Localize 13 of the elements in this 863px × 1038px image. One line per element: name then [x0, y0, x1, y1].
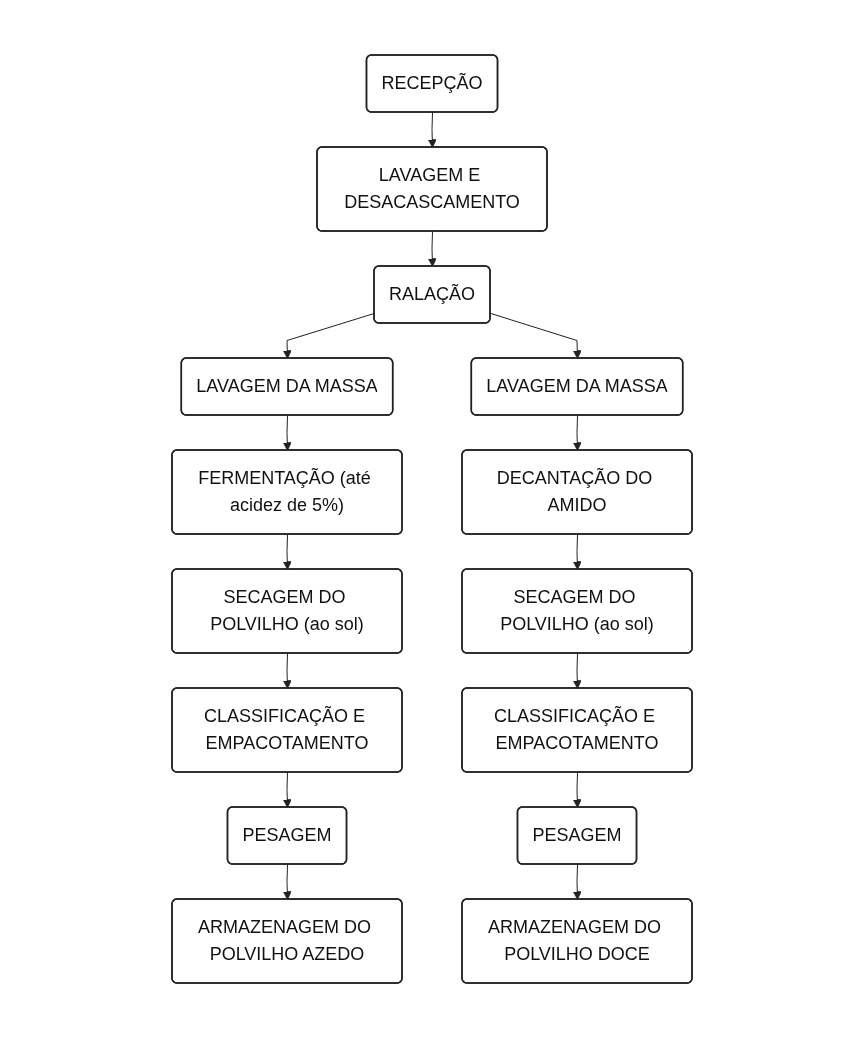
arrow	[427, 231, 437, 267]
arrow	[572, 864, 582, 900]
arrow	[282, 415, 292, 451]
arrow	[489, 312, 582, 359]
arrow	[282, 653, 292, 689]
arrow	[282, 864, 292, 900]
arrow	[282, 534, 292, 570]
arrow	[572, 415, 582, 451]
arrow	[282, 772, 292, 808]
arrow	[572, 772, 582, 808]
arrow	[572, 653, 582, 689]
arrow	[427, 112, 437, 148]
arrow	[572, 534, 582, 570]
